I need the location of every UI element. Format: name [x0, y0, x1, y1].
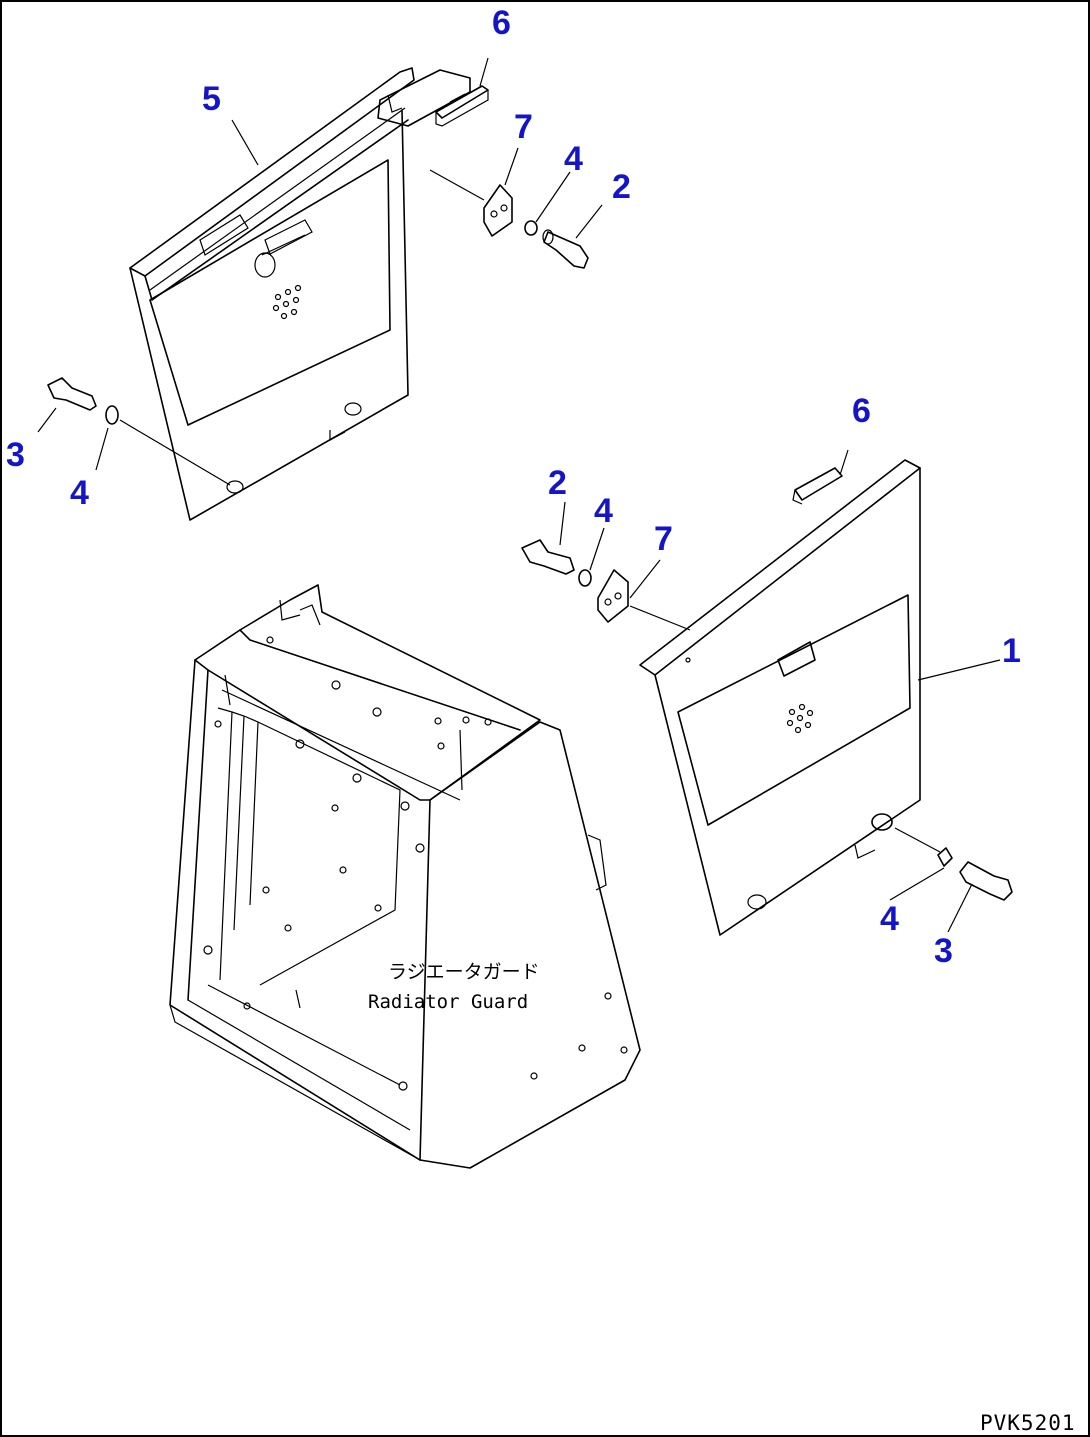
bolt-3-right	[959, 861, 1013, 901]
bolt-3-upper	[47, 377, 97, 411]
washer-4-right-upper	[578, 569, 592, 587]
part-6-upper	[435, 85, 489, 127]
leaders-right	[559, 449, 1001, 933]
label-japanese: ラジエータガード	[388, 961, 540, 983]
callout-7-upper: 7	[514, 108, 533, 146]
part-7-right	[597, 569, 629, 623]
callout-4-right-lower: 4	[880, 900, 899, 938]
part-6-right	[792, 467, 843, 505]
label-english: Radiator Guard	[368, 991, 528, 1013]
callout-1: 1	[1002, 632, 1021, 670]
callout-4-upper-left: 4	[70, 474, 89, 512]
leaders-upper	[37, 57, 603, 486]
callout-4-upper: 4	[564, 140, 583, 178]
washer-4-right-lower	[937, 847, 953, 867]
callout-3-right: 3	[934, 932, 953, 970]
bolt-2-right	[521, 539, 575, 575]
bolt-2-upper	[542, 229, 589, 269]
drawing-code: PVK5201	[980, 1411, 1076, 1435]
washer-4-upper-left	[105, 405, 119, 425]
part-7-upper	[483, 184, 513, 237]
right-cover	[639, 459, 921, 936]
callout-3-upper: 3	[6, 436, 25, 474]
callout-2-right: 2	[548, 464, 567, 502]
upper-left-cover	[129, 67, 471, 521]
radiator-guard	[169, 584, 641, 1169]
callout-2-upper: 2	[612, 168, 631, 206]
callout-7-right: 7	[654, 520, 673, 558]
callout-6-upper: 6	[492, 4, 511, 42]
washer-4-upper	[524, 220, 538, 236]
callout-6-right: 6	[852, 392, 871, 430]
callout-5: 5	[202, 80, 221, 118]
callout-4-right-upper: 4	[594, 492, 613, 530]
